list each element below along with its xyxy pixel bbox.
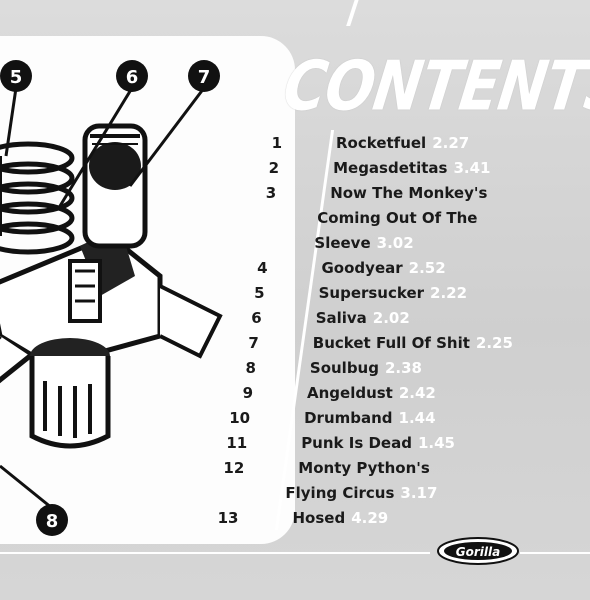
svg-text:7: 7 xyxy=(198,67,211,88)
track-title: Drumband xyxy=(304,409,393,427)
track-title: Bucket Full Of Shit xyxy=(312,334,470,352)
track-number: 10 xyxy=(229,409,251,427)
track-duration: 4.29 xyxy=(351,509,389,527)
callout-7: 7 xyxy=(188,60,220,92)
track-title: Rocketfuel xyxy=(336,134,427,152)
track-number: 12 xyxy=(223,459,245,477)
track-duration: 2.27 xyxy=(432,134,470,152)
track-number: 3 xyxy=(265,184,277,202)
label-logo: Gorilla xyxy=(437,537,519,565)
track-duration: 3.41 xyxy=(453,159,491,177)
callout-8: 8 xyxy=(36,504,68,536)
track-duration: 2.52 xyxy=(408,259,446,277)
track-duration: 2.25 xyxy=(475,334,513,352)
track-number: 1 xyxy=(271,134,282,152)
track-title: Angeldust xyxy=(307,384,393,402)
bottom-rule-right xyxy=(520,552,590,554)
track-title: Megasdetitas xyxy=(333,159,448,177)
illustration-panel: 5 6 7 8 xyxy=(0,36,295,544)
track-duration: 2.22 xyxy=(430,284,468,302)
track-number: 9 xyxy=(242,384,253,402)
callout-leaders xyxy=(0,87,206,510)
track-title: Monty Python's xyxy=(298,459,430,477)
track-title: Now The Monkey's xyxy=(330,184,488,202)
track-title: Flying Circus xyxy=(285,484,395,502)
svg-text:6: 6 xyxy=(126,67,139,88)
label-logo-text: Gorilla xyxy=(456,545,500,559)
track-title: Hosed xyxy=(292,509,346,527)
track-number: 8 xyxy=(245,359,256,377)
track-title: Punk Is Dead xyxy=(301,434,412,452)
track-number: 13 xyxy=(217,509,239,527)
top-slash-line xyxy=(346,0,362,26)
track-title: Saliva xyxy=(315,309,367,327)
track-duration: 2.42 xyxy=(398,384,436,402)
track-duration: 1.45 xyxy=(417,434,455,452)
track-number: 7 xyxy=(248,334,259,352)
bottom-rule-left xyxy=(0,552,430,554)
track-duration: 2.02 xyxy=(372,309,410,327)
contents-title: CONTENTS xyxy=(278,46,590,127)
track-title: Goodyear xyxy=(321,259,403,277)
spring-graphic xyxy=(0,141,75,255)
track-title: Sleeve xyxy=(314,234,371,252)
svg-text:5: 5 xyxy=(10,67,23,88)
track-number: 2 xyxy=(268,159,280,177)
svg-text:8: 8 xyxy=(46,511,59,532)
mechanical-illustration: 5 6 7 8 xyxy=(0,60,223,536)
track-title: Coming Out Of The xyxy=(317,209,478,227)
track-duration: 1.44 xyxy=(398,409,436,427)
callout-5: 5 xyxy=(0,60,32,92)
track-number: 6 xyxy=(251,309,262,327)
track-duration: 3.17 xyxy=(400,484,438,502)
track-duration: 3.02 xyxy=(376,234,414,252)
callout-6: 6 xyxy=(116,60,148,92)
track-number: 5 xyxy=(254,284,265,302)
track-number: 11 xyxy=(226,434,248,452)
track-number: 4 xyxy=(257,259,268,277)
machine-body xyxy=(0,123,223,449)
track-title: Supersucker xyxy=(318,284,425,302)
track-duration: 2.38 xyxy=(384,359,422,377)
track-title: Soulbug xyxy=(309,359,379,377)
